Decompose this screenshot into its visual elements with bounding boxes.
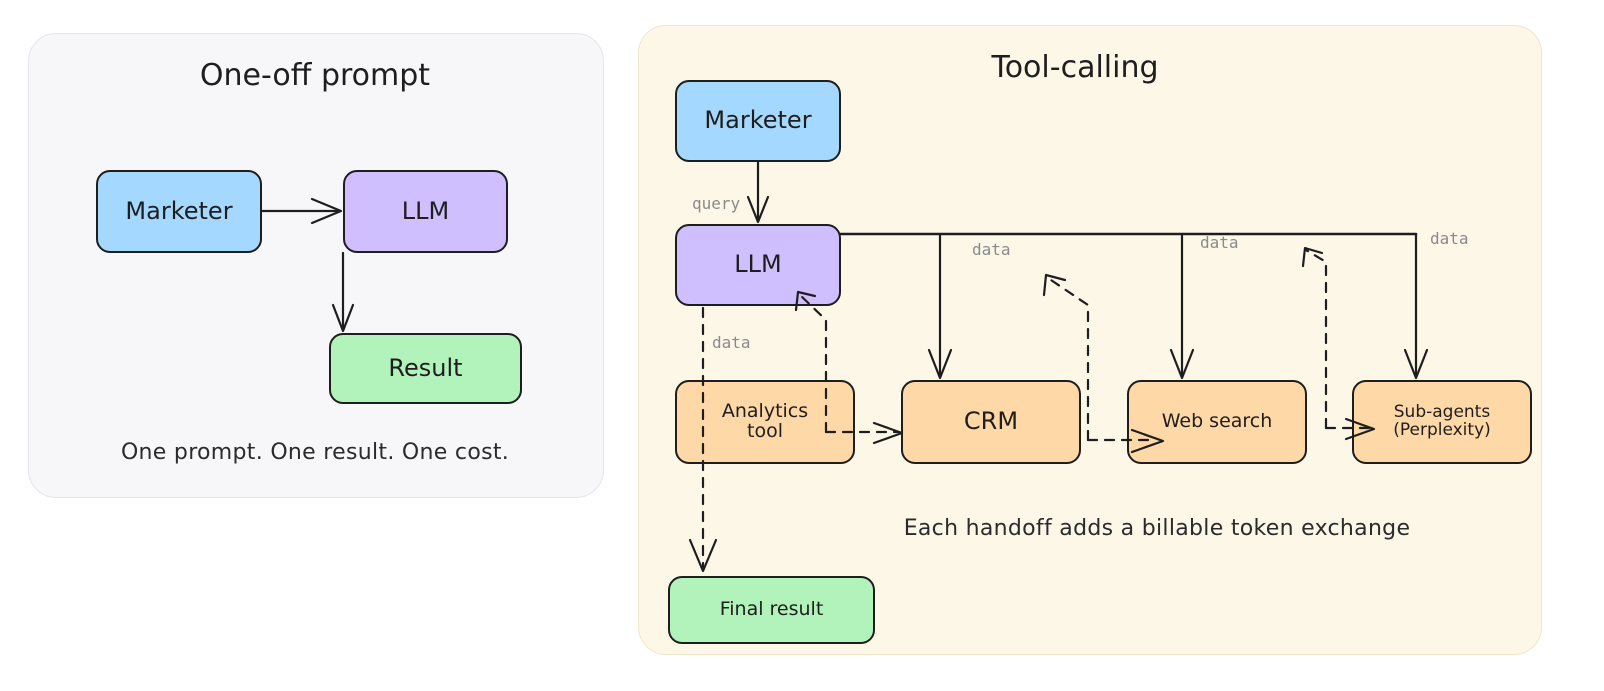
data-label-web-search: data	[1200, 233, 1239, 252]
one-off-prompt-panel	[28, 33, 604, 498]
left-result-label: Result	[388, 353, 463, 382]
final-result-node: Final result	[668, 576, 875, 644]
final-result-label: Final result	[719, 598, 824, 621]
right-llm-node: LLM	[675, 224, 841, 306]
left-marketer-label: Marketer	[125, 196, 233, 225]
crm-label: CRM	[963, 407, 1019, 436]
analytics-tool-node: Analytics tool	[675, 380, 855, 464]
web-search-node: Web search	[1127, 380, 1307, 464]
web-search-label: Web search	[1161, 410, 1273, 433]
crm-node: CRM	[901, 380, 1081, 464]
left-llm-label: LLM	[401, 196, 450, 225]
sub-agents-node: Sub-agents (Perplexity)	[1352, 380, 1532, 464]
left-result-node: Result	[329, 333, 522, 404]
query-label: query	[692, 194, 741, 213]
left-llm-node: LLM	[343, 170, 508, 253]
data-label-sub-agents: data	[1430, 229, 1469, 248]
right-marketer-label: Marketer	[704, 106, 812, 135]
analytics-tool-label: Analytics tool	[721, 400, 809, 442]
one-off-prompt-caption: One prompt. One result. One cost.	[120, 440, 510, 465]
data-label-crm: data	[972, 240, 1011, 259]
left-marketer-node: Marketer	[96, 170, 262, 253]
one-off-prompt-title: One-off prompt	[199, 58, 431, 93]
right-llm-label: LLM	[734, 250, 782, 279]
tool-calling-caption: Each handoff adds a billable token excha…	[903, 516, 1411, 541]
tool-calling-title: Tool-calling	[991, 50, 1159, 85]
right-marketer-node: Marketer	[675, 80, 841, 162]
sub-agents-label: Sub-agents (Perplexity)	[1393, 402, 1491, 440]
data-label-final: data	[712, 333, 751, 352]
